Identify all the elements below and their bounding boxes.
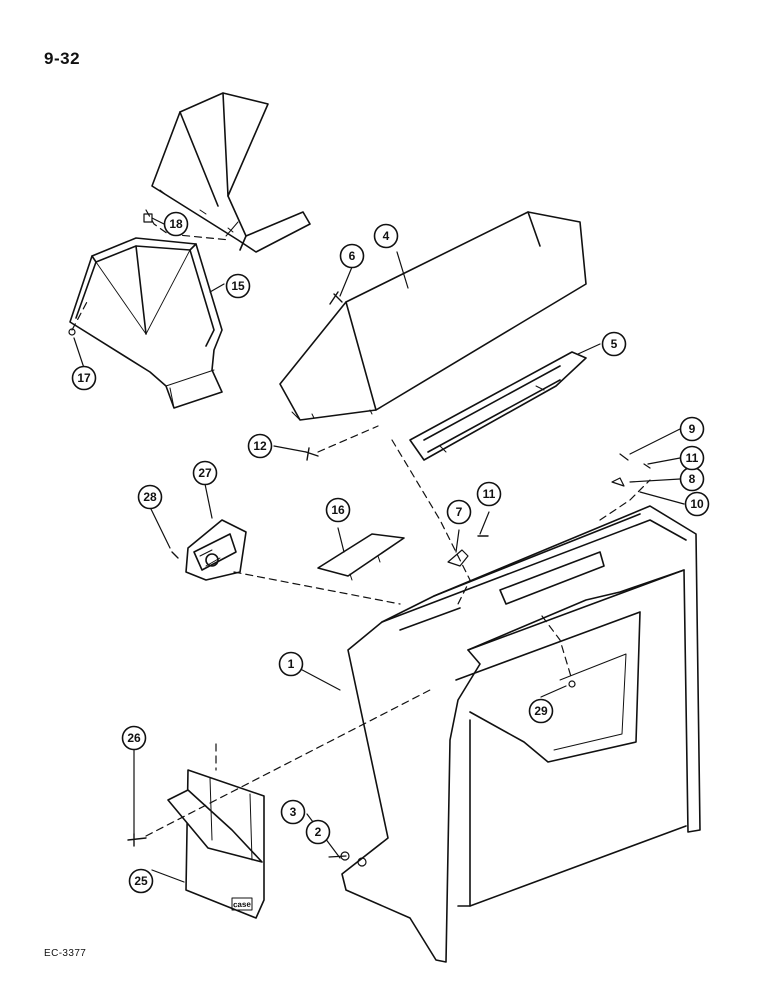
callout-3: 3 [280,799,306,825]
assembly-dashed-lines [71,209,651,837]
svg-text:27: 27 [198,466,212,480]
part-15-lower-frame [69,237,223,409]
svg-text:5: 5 [611,337,618,351]
callout-6: 6 [339,243,365,269]
callout-11-center: 11 [476,481,502,507]
part-25-panel [167,769,265,919]
small-hardware [68,213,651,867]
callout-1: 1 [278,651,304,677]
leader-lines [73,217,685,883]
callouts: 1 2 3 4 5 6 7 8 9 10 11 11 12 15 16 17 1… [71,211,710,894]
svg-text:6: 6 [349,249,356,263]
callout-12: 12 [247,433,273,459]
callout-29: 29 [528,698,554,724]
callout-5: 5 [601,331,627,357]
svg-text:18: 18 [169,217,183,231]
callout-17: 17 [71,365,97,391]
callout-18: 18 [163,211,189,237]
callout-26: 26 [121,725,147,751]
svg-text:2: 2 [315,825,322,839]
svg-text:11: 11 [483,487,496,501]
callout-27: 27 [192,460,218,486]
svg-text:16: 16 [331,503,345,517]
svg-text:4: 4 [383,229,390,243]
callout-8: 8 [679,466,705,492]
svg-text:28: 28 [143,490,157,504]
callout-16: 16 [325,497,351,523]
svg-text:10: 10 [690,497,704,511]
svg-text:1: 1 [288,657,295,671]
part-4-shroud [279,211,587,421]
svg-text:17: 17 [77,371,91,385]
svg-text:29: 29 [534,704,548,718]
case-logo: case [233,900,252,910]
svg-text:25: 25 [134,874,148,888]
callout-15: 15 [225,273,251,299]
callout-7: 7 [446,499,472,525]
part-27-box [185,519,247,581]
callout-11-right: 11 [679,445,705,471]
callout-10: 10 [684,491,710,517]
svg-text:15: 15 [231,279,245,293]
svg-text:3: 3 [290,805,297,819]
part-5-tray [409,351,587,461]
callout-4: 4 [373,223,399,249]
svg-text:9: 9 [689,422,696,436]
callout-25: 25 [128,868,154,894]
page-number: 9-32 [44,49,81,68]
figure-code: EC-3377 [44,948,87,959]
svg-text:11: 11 [686,451,699,465]
callout-28: 28 [137,484,163,510]
svg-text:7: 7 [456,505,463,519]
svg-text:12: 12 [253,439,267,453]
svg-text:26: 26 [127,731,141,745]
part-16-cover-plate [317,533,405,581]
callout-2: 2 [305,819,331,845]
callout-9: 9 [679,416,705,442]
svg-text:8: 8 [689,472,696,486]
part-1-console-body [341,505,701,963]
